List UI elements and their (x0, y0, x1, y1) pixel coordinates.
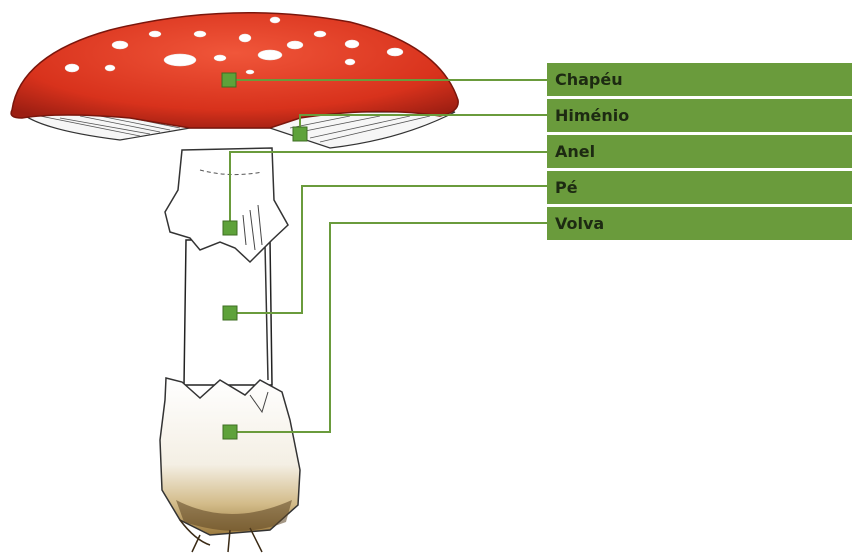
label-himenio: Himénio (547, 99, 852, 132)
marker-chapeu (222, 73, 236, 87)
label-volva: Volva (547, 207, 852, 240)
marker-anel (223, 221, 237, 235)
marker-himenio (293, 127, 307, 141)
label-pe: Pé (547, 171, 852, 204)
mushroom-cap (11, 13, 458, 128)
marker-pe (223, 306, 237, 320)
marker-volva (223, 425, 237, 439)
label-chapeu: Chapéu (547, 63, 852, 96)
label-anel: Anel (547, 135, 852, 168)
